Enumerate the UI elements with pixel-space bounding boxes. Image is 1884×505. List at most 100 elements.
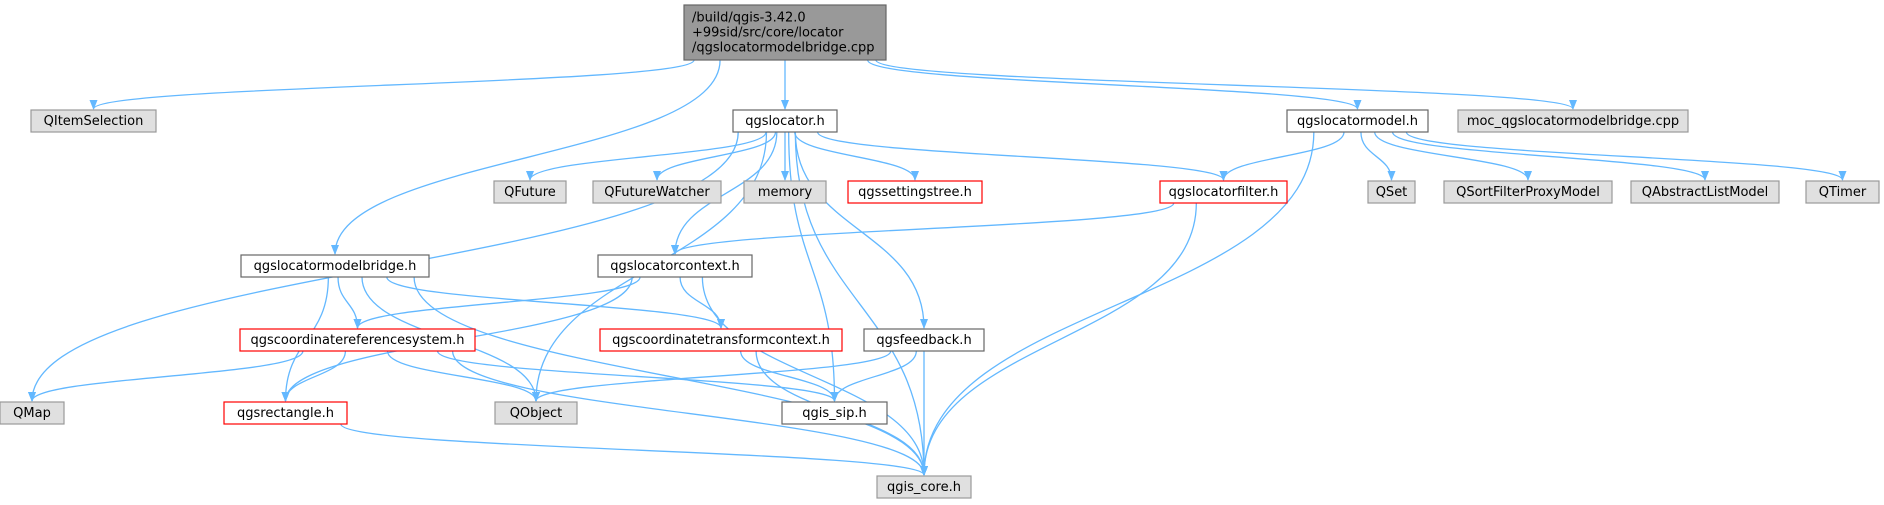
node-qgssettingstree_h[interactable]: qgssettingstree.h: [847, 180, 983, 204]
node-box-qtimer: [1805, 180, 1880, 204]
node-label-qgslocatormodel_h-line-0: qgslocatormodel.h: [1297, 114, 1418, 129]
node-box-qgslocator_h: [732, 109, 838, 133]
edge-qgscrs_h-to-qmap: [28, 350, 304, 402]
node-box-qgslocatormodelbridge_h: [240, 254, 430, 278]
node-label-qgscrs_h-line-0: qgscoordinatereferencesystem.h: [250, 333, 464, 348]
node-label-qgssettingstree_h-line-0: qgssettingstree.h: [858, 185, 972, 200]
node-box-qgscrs_h: [239, 328, 476, 352]
edge-qgslocatormodelbridge_h-to-qgis_core_h: [413, 276, 928, 476]
node-box-qgslocatorfilter_h: [1159, 180, 1288, 204]
node-qgslocator_h[interactable]: qgslocator.h: [732, 109, 838, 133]
node-label-moc_cpp-line-0: moc_qgslocatormodelbridge.cpp: [1467, 114, 1679, 129]
edge-qgslocatormodelbridge_h-to-qgsctc_h: [386, 276, 725, 329]
node-label-qgis_core_h-line-0: qgis_core.h: [887, 480, 961, 495]
node-qgsctc_h[interactable]: qgscoordinatetransformcontext.h: [599, 328, 843, 352]
nodes-layer: /build/qgis-3.42.0+99sid/src/core/locato…: [0, 4, 1880, 499]
edge-qgslocator_h-to-qfuture: [526, 131, 767, 181]
node-qgslocatorfilter_h[interactable]: qgslocatorfilter.h: [1159, 180, 1288, 204]
node-qfuturewatcher: QFutureWatcher: [592, 180, 722, 204]
node-box-qgsctc_h: [599, 328, 843, 352]
edge-qgscrs_h-to-qobject: [386, 350, 540, 402]
node-box-moc_cpp: [1457, 109, 1689, 133]
edge-root-to-qgslocatormodel_h: [866, 59, 1362, 110]
edge-qgslocatormodel_h-to-qgis_core_h: [920, 131, 1315, 476]
node-qabstractlistmodel: QAbstractListModel: [1630, 180, 1780, 204]
node-memory: memory: [743, 180, 827, 204]
edge-qgslocatormodel_h-to-qgslocatorfilter_h: [1219, 131, 1345, 181]
edge-qgsfeedback_h-to-qgis_sip_h: [830, 350, 917, 402]
node-label-qfuturewatcher-line-0: QFutureWatcher: [604, 185, 710, 200]
node-root[interactable]: /build/qgis-3.42.0+99sid/src/core/locato…: [683, 4, 887, 61]
edge-qgslocator_h-to-qgis_sip_h: [788, 131, 839, 402]
edge-qgslocatormodel_h-to-qsortfilterproxymodel: [1374, 131, 1532, 181]
edge-qgslocatormodel_h-to-qabstractlistmodel: [1391, 131, 1709, 181]
node-box-qobject: [494, 401, 578, 425]
node-label-qgslocatorcontext_h-line-0: qgslocatorcontext.h: [610, 259, 739, 274]
node-qgsrectangle_h[interactable]: qgsrectangle.h: [223, 401, 348, 425]
node-box-root: [683, 4, 887, 61]
edge-qgslocator_h-to-qgsfeedback_h: [794, 131, 928, 329]
node-label-qabstractlistmodel-line-0: QAbstractListModel: [1642, 185, 1769, 200]
node-label-qfuture-line-0: QFuture: [504, 185, 556, 200]
node-label-qobject-line-0: QObject: [510, 406, 563, 421]
node-label-qgslocatormodelbridge_h-line-0: qgslocatormodelbridge.h: [254, 259, 417, 274]
node-qgscrs_h[interactable]: qgscoordinatereferencesystem.h: [239, 328, 476, 352]
edge-qgslocatorcontext_h-to-qgsctc_h: [679, 276, 725, 329]
edge-qgslocator_h-to-qgssettingstree_h: [794, 131, 919, 181]
node-qset: QSet: [1367, 180, 1416, 204]
node-box-qgis_sip_h: [781, 401, 888, 425]
node-label-qgsfeedback_h-line-0: qgsfeedback.h: [876, 333, 971, 348]
edge-qgslocatormodel_h-to-qtimer: [1405, 131, 1847, 181]
node-box-qgis_core_h: [876, 475, 972, 499]
edge-qgslocator_h-to-qgslocatorcontext_h: [671, 131, 778, 255]
edge-root-to-qitemselection: [89, 59, 695, 110]
node-label-qgsrectangle_h-line-0: qgsrectangle.h: [237, 406, 334, 421]
node-box-qfuturewatcher: [592, 180, 722, 204]
node-qfuture: QFuture: [493, 180, 567, 204]
edge-qgslocatormodel_h-to-qset: [1360, 131, 1396, 181]
node-box-qitemselection: [30, 109, 157, 133]
node-box-qgsrectangle_h: [223, 401, 348, 425]
edge-qgslocatorfilter_h-to-qgslocatorcontext_h: [671, 202, 1175, 255]
node-label-qsortfilterproxymodel-line-0: QSortFilterProxyModel: [1456, 185, 1600, 200]
node-label-memory-line-0: memory: [758, 185, 813, 200]
node-qgsfeedback_h[interactable]: qgsfeedback.h: [863, 328, 985, 352]
node-box-qfuture: [493, 180, 567, 204]
node-box-qsortfilterproxymodel: [1443, 180, 1613, 204]
node-box-qabstractlistmodel: [1630, 180, 1780, 204]
edge-qgsfeedback_h-to-qobject: [532, 350, 892, 402]
node-qgis_sip_h[interactable]: qgis_sip.h: [781, 401, 888, 425]
node-qgslocatormodel_h[interactable]: qgslocatormodel.h: [1286, 109, 1429, 133]
edge-qgslocator_h-to-qfuturewatcher: [653, 131, 777, 181]
edge-qgslocatorcontext_h-to-qgis_core_h: [701, 276, 928, 476]
node-box-qgslocatormodel_h: [1286, 109, 1429, 133]
edge-qgslocatorfilter_h-to-qgis_core_h: [920, 202, 1197, 476]
node-qmap: QMap: [0, 401, 65, 425]
node-label-qgsctc_h-line-0: qgscoordinatetransformcontext.h: [612, 333, 830, 348]
node-qitemselection: QItemSelection: [30, 109, 157, 133]
node-label-root-line-0: /build/qgis-3.42.0: [692, 11, 806, 26]
node-label-qtimer-line-0: QTimer: [1819, 185, 1867, 200]
node-label-qset-line-0: QSet: [1376, 185, 1408, 200]
node-label-qmap-line-0: QMap: [13, 406, 51, 421]
node-label-qgis_sip_h-line-0: qgis_sip.h: [802, 406, 866, 421]
node-qtimer: QTimer: [1805, 180, 1880, 204]
node-box-memory: [743, 180, 827, 204]
node-qsortfilterproxymodel: QSortFilterProxyModel: [1443, 180, 1613, 204]
edge-qgslocator_h-to-qgslocatorfilter_h: [816, 131, 1228, 181]
edge-qgscrs_h-to-qgis_sip_h: [436, 350, 839, 402]
node-box-qgssettingstree_h: [847, 180, 983, 204]
node-label-qgslocatorfilter_h-line-0: qgslocatorfilter.h: [1169, 185, 1279, 200]
edge-qgslocatorcontext_h-to-qgscrs_h: [353, 276, 641, 329]
edge-qgscrs_h-to-qgsrectangle_h: [281, 350, 347, 402]
node-box-qgsfeedback_h: [863, 328, 985, 352]
node-label-qgslocator_h-line-0: qgslocator.h: [745, 114, 825, 129]
node-moc_cpp: moc_qgslocatormodelbridge.cpp: [1457, 109, 1689, 133]
node-label-qitemselection-line-0: QItemSelection: [44, 114, 144, 129]
node-qgslocatorcontext_h[interactable]: qgslocatorcontext.h: [597, 254, 753, 278]
node-qgslocatormodelbridge_h[interactable]: qgslocatormodelbridge.h: [240, 254, 430, 278]
node-label-root-line-1: +99sid/src/core/locator: [692, 26, 844, 41]
edge-root-to-qgslocatormodelbridge_h: [331, 59, 721, 255]
edge-qgscrs_h-to-qgis_core_h: [451, 350, 928, 476]
